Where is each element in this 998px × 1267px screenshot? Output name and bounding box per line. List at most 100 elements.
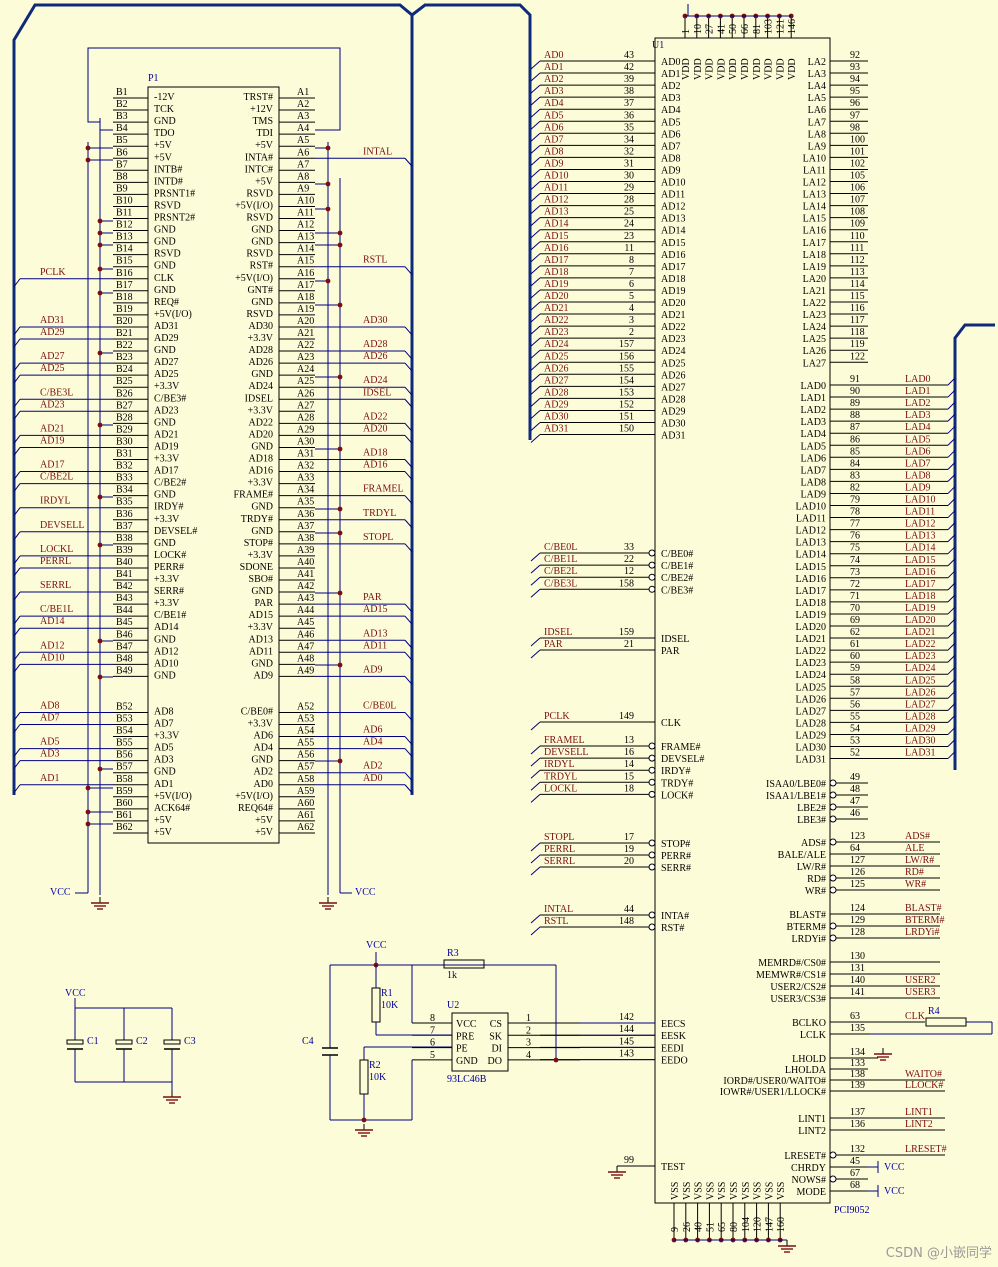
- p1-pin-label: +5V(I/O): [235, 273, 273, 284]
- p1-pin-number: B62: [116, 822, 133, 833]
- junction-dot: [97, 422, 103, 428]
- net-label-AD25: AD25: [544, 351, 568, 362]
- r3-val: 1k: [447, 970, 457, 981]
- p1-pin-label: AD2: [254, 767, 273, 778]
- u1-pin-label: LAD20: [795, 622, 826, 633]
- p1-pin-label: AD3: [154, 755, 173, 766]
- p1-pin-number: B55: [116, 738, 133, 749]
- u1-pin-number: 125: [850, 879, 865, 890]
- bus-entry: [530, 72, 541, 82]
- u1-pin-number: 78: [850, 507, 860, 518]
- p1-pin-number: A38: [297, 533, 314, 544]
- p1-pin-number: A22: [297, 340, 314, 351]
- u1-pin-label: LA17: [803, 238, 826, 249]
- u1-pin-number: 137: [850, 1107, 865, 1118]
- p1-pin-number: B9: [116, 183, 128, 194]
- u1-pin-number: 84: [850, 458, 860, 469]
- u1-pin-label: IORD#/USER0/WAITO#: [723, 1076, 826, 1087]
- c1-plate: [66, 1039, 84, 1045]
- u1-pin-label: LAD16: [795, 574, 826, 585]
- p1-pin-label: GND: [154, 634, 176, 645]
- u1-pin-label: ADS#: [801, 838, 826, 849]
- u2-pin-number: 5: [430, 1050, 435, 1061]
- u1-pin-label: MEMRD#/CS0#: [758, 958, 826, 969]
- u1-vdd-pin-number: 41: [716, 24, 727, 34]
- p1-pin-label: AD31: [154, 321, 178, 332]
- u1-pin-label: DEVSEL#: [661, 754, 704, 765]
- c4-ref: C4: [302, 1036, 314, 1047]
- u1-pin-label: LAD13: [795, 538, 826, 549]
- u1-pin-number: 38: [624, 86, 634, 97]
- u1-pin-number: 18: [624, 783, 634, 794]
- u1-pin-label: LA24: [803, 322, 826, 333]
- p1-pin-number: A13: [297, 232, 314, 243]
- vcc-ee-label: VCC: [366, 940, 387, 951]
- net-label-AD26: AD26: [363, 351, 387, 362]
- watermark: CSDN @小嵌同学: [885, 1246, 992, 1261]
- p1-pin-number: B33: [116, 473, 133, 484]
- bus-entry: [530, 576, 541, 586]
- u1-pin-label: LAD24: [795, 670, 826, 681]
- u1-vdd-pin-number: 103: [764, 19, 775, 34]
- junction-dot: [85, 809, 91, 815]
- p1-pin-number: A44: [297, 605, 314, 616]
- p1-pin-label: +3.3V: [248, 478, 274, 489]
- u1-pin-label: AD14: [661, 226, 685, 237]
- u1-vdd-pin-number: 146: [787, 19, 798, 34]
- p1-pin-number: A32: [297, 461, 314, 472]
- p1-pin-number: B13: [116, 232, 133, 243]
- u1-pin-label: LAD0: [800, 381, 826, 392]
- p1-pin-label: C/BE3#: [154, 393, 186, 404]
- u1-pin-number: 44: [624, 904, 634, 915]
- bus-entry: [530, 132, 541, 142]
- u1-pin-number: 35: [624, 122, 634, 133]
- p1-pin-number: B27: [116, 400, 133, 411]
- u1-pin-label: LAD30: [795, 743, 826, 754]
- r3-ref: R3: [447, 948, 459, 959]
- p1-pin-number: A1: [297, 87, 309, 98]
- p1-pin-number: A43: [297, 593, 314, 604]
- p1-pin-number: B3: [116, 111, 128, 122]
- u1-pin-number: 87: [850, 422, 860, 433]
- u1-vdd-label: VDD: [681, 58, 692, 80]
- u1-pin-number: 77: [850, 519, 860, 530]
- net-label-WAITO#: WAITO#: [905, 1069, 942, 1080]
- junction-dot: [325, 181, 331, 187]
- u1-pin-label: EECS: [661, 1019, 685, 1030]
- u1-pin-number: 33: [624, 542, 634, 553]
- u1-pin-label: AD29: [661, 406, 685, 417]
- u1-pin-label: PAR: [661, 646, 680, 657]
- p1-pin-number: A16: [297, 268, 314, 279]
- u1-pin-number: 54: [850, 723, 860, 734]
- bus-entry: [947, 727, 956, 735]
- u1-pin-number: 72: [850, 579, 860, 590]
- bus-entry: [404, 157, 413, 167]
- r2-val: 10K: [369, 1072, 387, 1083]
- p1-pin-label: RSVD: [246, 309, 273, 320]
- net-label-clk: CLK: [905, 1011, 926, 1022]
- net-label-AD16: AD16: [363, 460, 387, 471]
- p1-pin-number: A46: [297, 629, 314, 640]
- u1-pin-number: 138: [850, 1069, 865, 1080]
- u1-pin-label: PERR#: [661, 851, 691, 862]
- net-label-AD3: AD3: [40, 749, 59, 760]
- p1-pin-label: GND: [251, 297, 273, 308]
- net-label-IRDYL: IRDYL: [40, 496, 71, 507]
- u1-pin-label: SERR#: [661, 863, 691, 874]
- net-label-AD9: AD9: [363, 664, 382, 675]
- u1-vdd-pin-number: 121: [775, 19, 786, 34]
- net-label-BTERM#: BTERM#: [905, 915, 944, 926]
- p1-pin-label: GND: [154, 670, 176, 681]
- p1-pin-label: AD9: [254, 670, 273, 681]
- p1-pin-label: CLK: [154, 273, 175, 284]
- u1-pin-label: LAD28: [795, 718, 826, 729]
- p1-pin-label: AD30: [249, 321, 273, 332]
- inversion-bubble: [648, 754, 656, 762]
- u1-pin-number: 105: [850, 171, 865, 182]
- net-label-LAD2: LAD2: [905, 398, 931, 409]
- u1-pin-number: 5: [629, 291, 634, 302]
- u1-pin-number: 20: [624, 856, 634, 867]
- p1-pin-number: B54: [116, 726, 133, 737]
- junction-dot: [337, 374, 343, 380]
- p1-pin-number: A55: [297, 738, 314, 749]
